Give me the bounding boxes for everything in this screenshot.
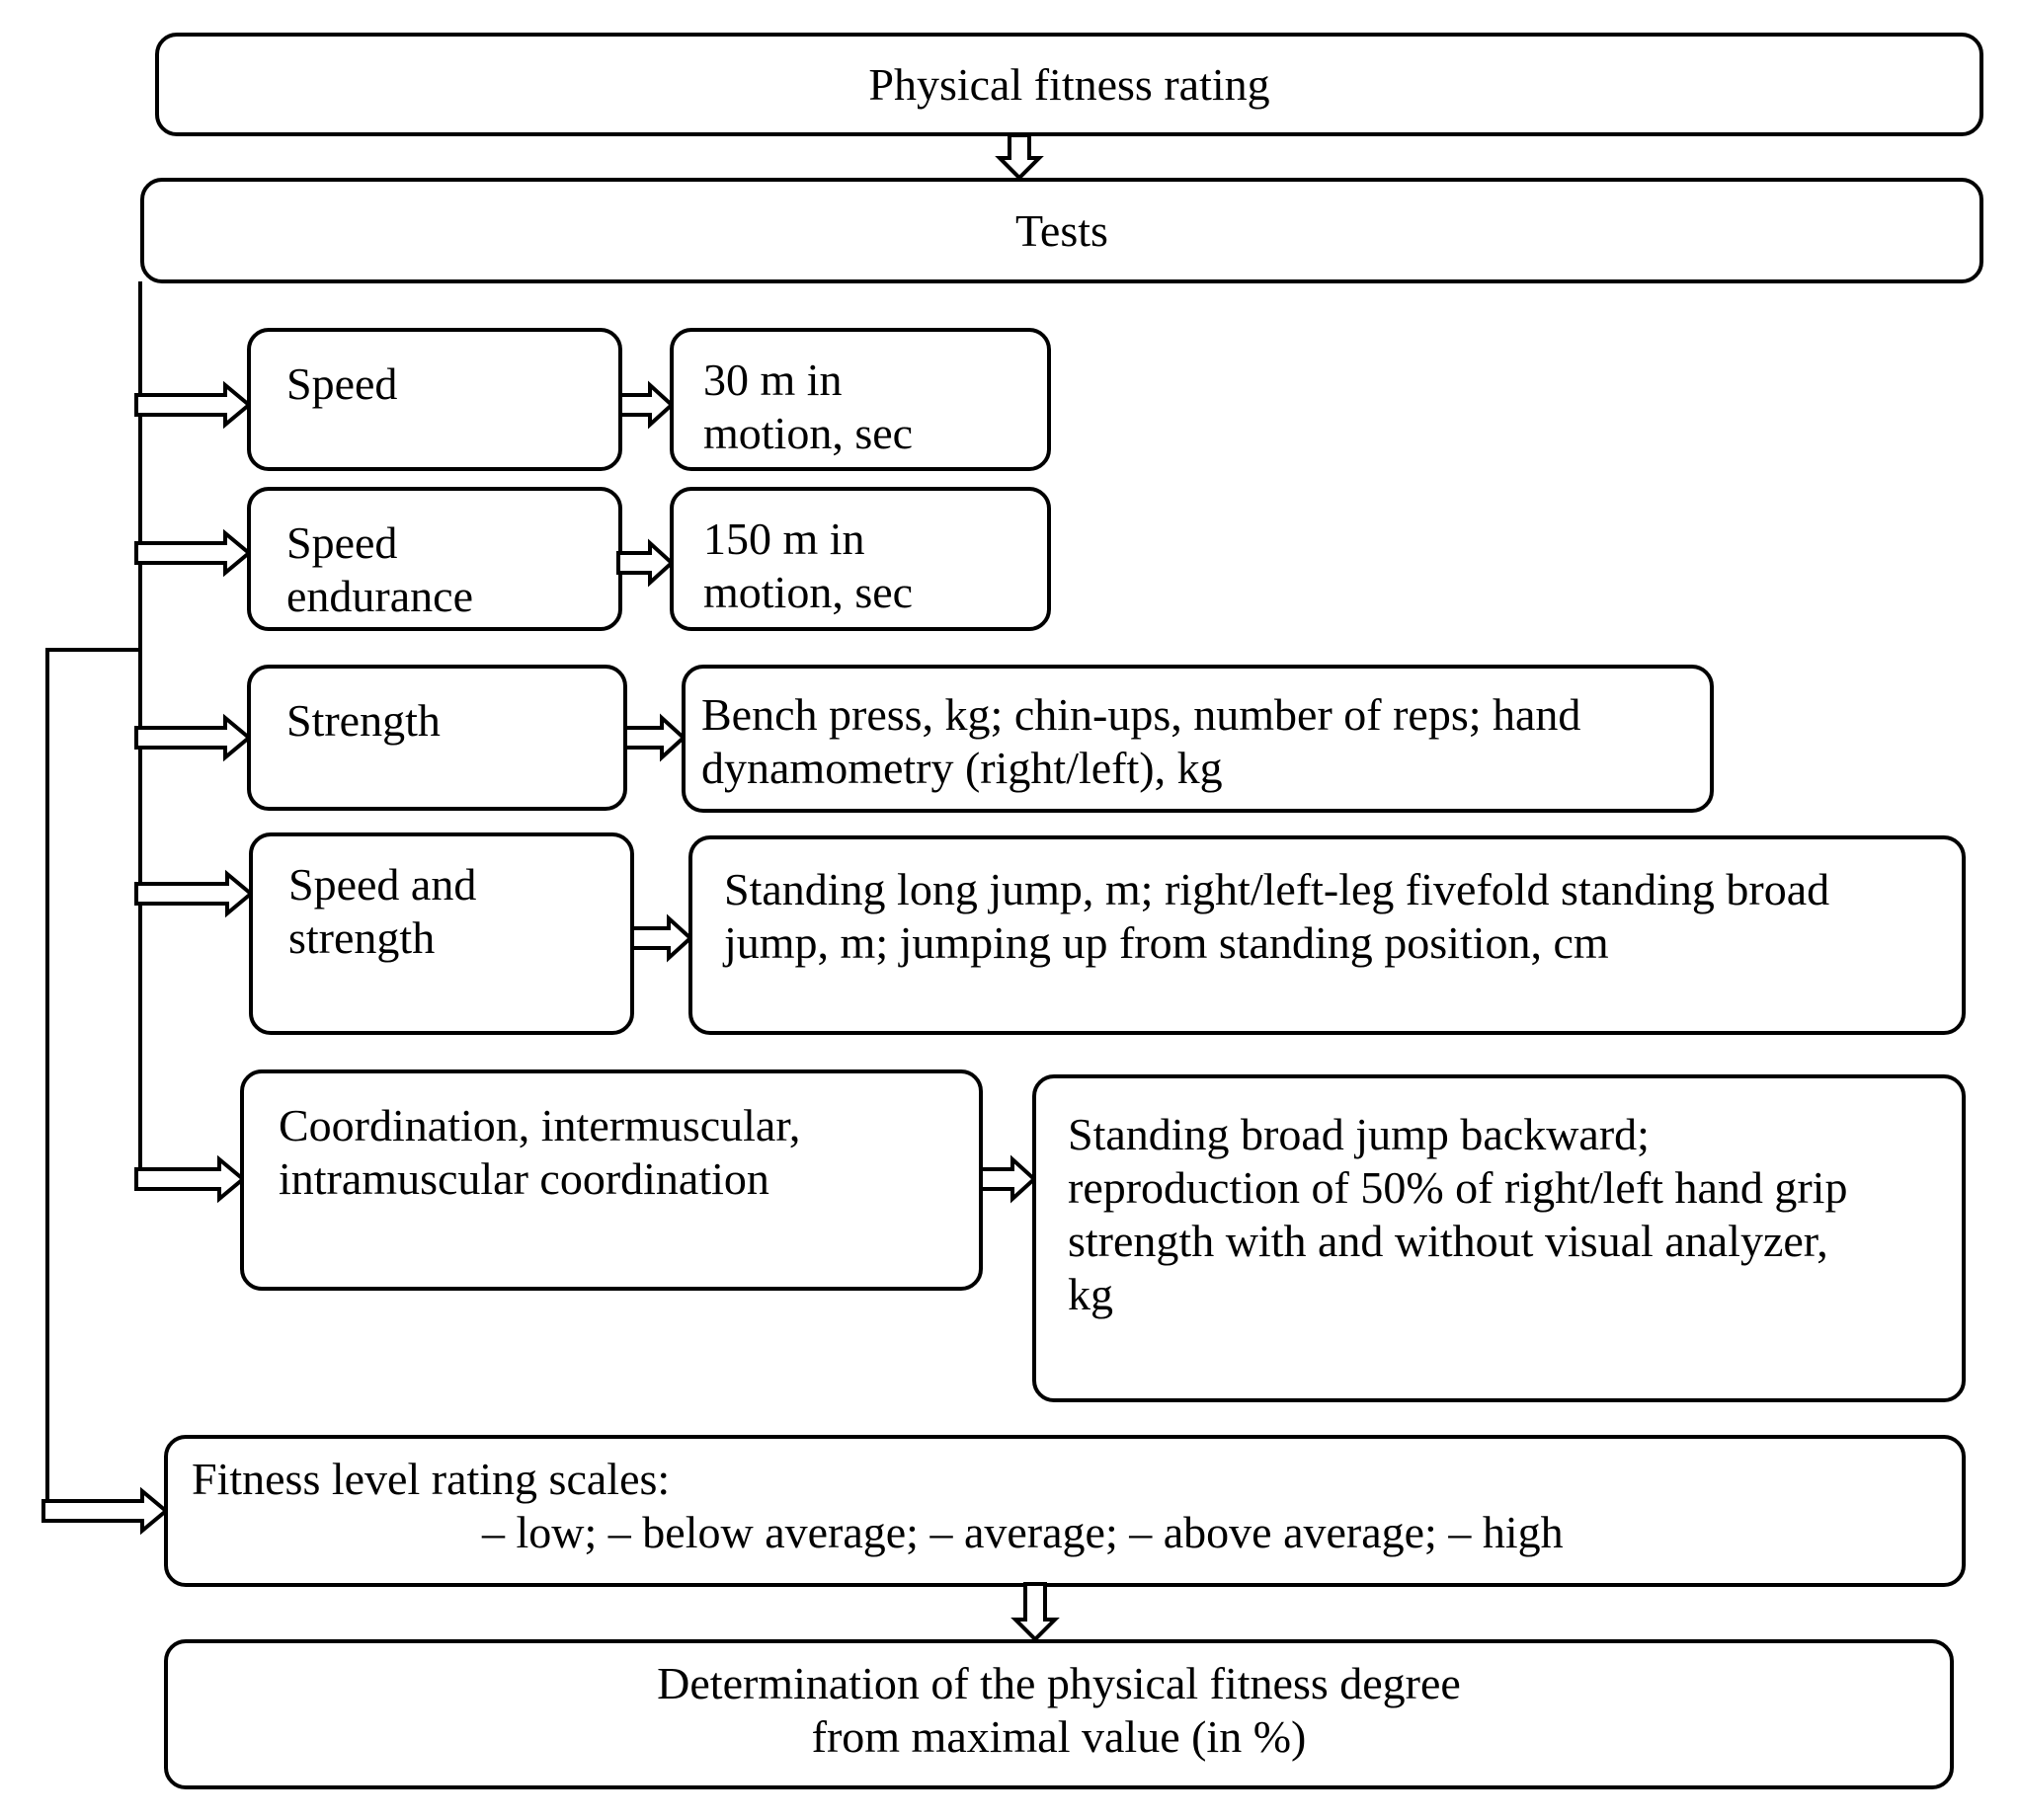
measure-box-speed-endurance: 150 m in motion, sec: [670, 487, 1051, 631]
category-box-speed: Speed: [247, 328, 622, 471]
category-box-speed-and-strength: Speed and strength: [249, 832, 634, 1035]
arrow-right-icon: [623, 713, 686, 762]
measure-label: Standing broad jump backward; reproducti…: [1068, 1109, 1848, 1319]
measure-box-coordination: Standing broad jump backward; reproducti…: [1032, 1074, 1966, 1402]
arrow-right-icon: [41, 1486, 170, 1536]
tests-box: Tests: [140, 178, 1983, 283]
arrow-right-icon: [618, 380, 675, 430]
fitness-scales-levels: – low; – below average; – average; – abo…: [482, 1507, 1564, 1557]
determination-label: Determination of the physical fitness de…: [657, 1658, 1461, 1762]
measure-label: Standing long jump, m; right/left-leg fi…: [724, 864, 1830, 968]
category-box-coordination: Coordination, intermuscular, intramuscul…: [240, 1069, 983, 1291]
category-label: Speed: [286, 358, 398, 409]
category-box-speed-endurance: Speed endurance: [247, 487, 622, 631]
category-label: Strength: [286, 695, 441, 746]
determination-box: Determination of the physical fitness de…: [164, 1639, 1954, 1789]
category-label: Coordination, intermuscular, intramuscul…: [279, 1100, 801, 1204]
arrow-right-icon: [979, 1154, 1037, 1204]
category-label: Speed endurance: [286, 517, 473, 621]
arrow-down-icon: [1010, 1582, 1060, 1642]
fitness-scales-heading: Fitness level rating scales:: [192, 1454, 671, 1504]
category-box-strength: Strength: [247, 665, 627, 811]
branch-horizontal-connector: [45, 648, 140, 652]
title-label: Physical fitness rating: [868, 58, 1270, 110]
arrow-right-icon: [134, 380, 253, 430]
measure-box-strength: Bench press, kg; chin-ups, number of rep…: [682, 665, 1714, 813]
arrow-right-icon: [630, 913, 693, 963]
arrow-right-icon: [134, 713, 253, 762]
outer-vertical-connector: [45, 648, 49, 1513]
arrow-down-icon: [995, 133, 1044, 181]
arrow-right-icon: [134, 528, 253, 578]
tests-label: Tests: [1015, 204, 1108, 256]
measure-box-speed: 30 m in motion, sec: [670, 328, 1051, 471]
arrow-right-icon: [134, 1154, 247, 1204]
fitness-scales-box: Fitness level rating scales: – low; – be…: [164, 1435, 1966, 1587]
measure-label: Bench press, kg; chin-ups, number of rep…: [701, 689, 1581, 793]
measure-label: 30 m in motion, sec: [703, 355, 914, 458]
title-box: Physical fitness rating: [155, 33, 1983, 136]
category-label: Speed and strength: [288, 859, 477, 963]
arrow-right-icon: [616, 538, 675, 588]
measure-label: 150 m in motion, sec: [703, 514, 914, 617]
arrow-right-icon: [134, 869, 255, 918]
measure-box-speed-and-strength: Standing long jump, m; right/left-leg fi…: [688, 835, 1966, 1035]
